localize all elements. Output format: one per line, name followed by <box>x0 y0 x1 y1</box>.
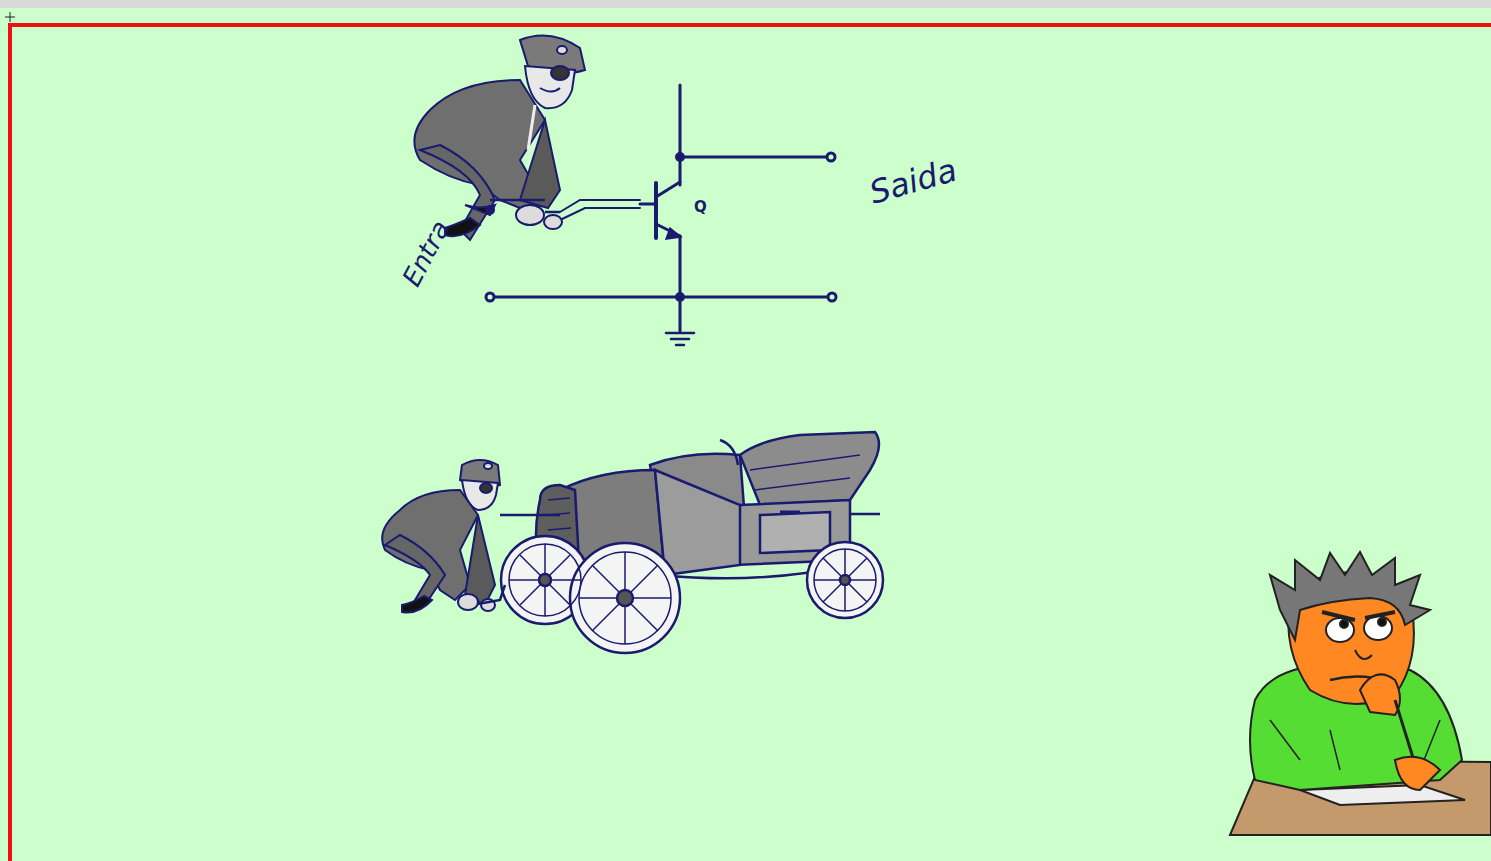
illustration-part <box>486 293 494 301</box>
illustration-part <box>579 552 671 644</box>
vintage-car <box>500 432 883 653</box>
thinking-student <box>1230 552 1491 835</box>
illustration-part <box>654 183 658 238</box>
illustration-part <box>640 203 656 206</box>
illustration-part <box>1340 620 1348 628</box>
component-label: Q <box>694 200 707 215</box>
illustration-part <box>500 514 880 515</box>
illustration-part <box>8 23 12 861</box>
illustration-part <box>509 544 581 616</box>
illustration-part <box>486 206 494 214</box>
illustration-part <box>814 549 876 611</box>
illustration-part <box>679 85 682 185</box>
illustration-part <box>516 205 544 225</box>
illustration-part <box>807 542 883 618</box>
illustration-part <box>760 512 830 553</box>
illustration-part <box>1364 616 1392 640</box>
illustration-part <box>501 536 883 653</box>
illustration-part <box>1378 618 1386 626</box>
illustration-part <box>666 228 681 239</box>
illustration-part <box>740 432 879 505</box>
illustration-part <box>827 153 835 161</box>
crank-man-car <box>382 460 505 613</box>
signal-label: Entra <box>398 216 454 290</box>
illustration-part <box>544 215 562 229</box>
illustration-part <box>814 549 876 611</box>
illustration-part <box>720 440 738 465</box>
illustration-part <box>402 596 432 613</box>
illustration-part <box>509 544 876 644</box>
illustration-part <box>828 293 836 301</box>
illustration-part <box>465 515 495 605</box>
illustration-part <box>677 154 684 161</box>
illustration-part <box>484 463 492 469</box>
illustration-part <box>509 544 581 616</box>
illustration-part <box>617 590 633 606</box>
illustration-part <box>465 205 495 215</box>
illustration-part <box>540 88 560 92</box>
illustration-part <box>655 470 740 575</box>
illustration-part <box>1322 612 1395 620</box>
illustration-part <box>1355 650 1372 659</box>
illustration-part <box>579 552 671 644</box>
illustration-part <box>551 66 569 80</box>
illustration-part <box>570 543 680 653</box>
illustration-part <box>490 200 560 212</box>
illustration-part <box>1360 674 1400 715</box>
illustration-part <box>528 105 535 150</box>
illustration-part <box>557 46 567 54</box>
illustration-part <box>539 574 551 586</box>
illustration-part <box>0 0 1491 8</box>
illustration-part <box>679 297 682 332</box>
crank-man-top <box>414 36 585 241</box>
illustration-part <box>0 8 1491 23</box>
illustration-part <box>458 594 478 610</box>
illustration-part <box>680 156 828 159</box>
illustration-part <box>840 575 850 585</box>
illustration-part <box>385 535 445 605</box>
illustration-part <box>520 120 560 208</box>
illustration-part <box>656 182 680 197</box>
illustration-part <box>480 483 492 493</box>
illustration-part <box>5 12 15 22</box>
illustration-part <box>1326 618 1354 642</box>
illustration-part <box>490 296 830 299</box>
signal-label: Saida <box>866 154 960 209</box>
illustration-part <box>666 333 694 345</box>
illustration-part <box>679 236 682 297</box>
illustration-part <box>560 200 640 220</box>
illustration-part <box>8 23 1491 27</box>
illustration-part <box>478 585 505 604</box>
illustration-part <box>780 511 800 514</box>
illustration-part <box>750 455 860 490</box>
illustration-part <box>1395 757 1440 790</box>
